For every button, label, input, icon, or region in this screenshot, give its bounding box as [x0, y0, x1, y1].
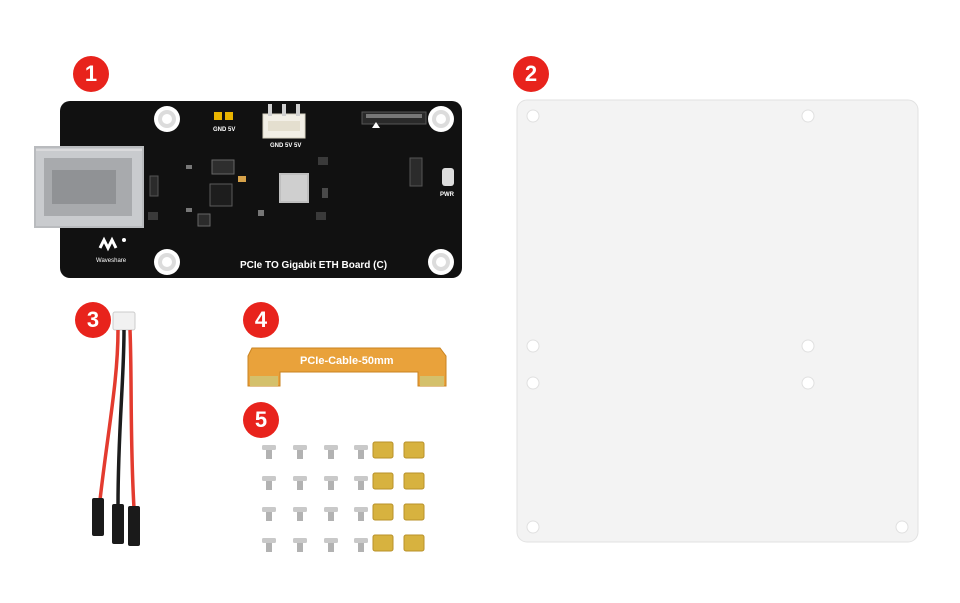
- header-label: GND 5V 5V: [270, 143, 301, 149]
- screw: [293, 445, 307, 450]
- screw: [262, 507, 276, 512]
- jumper-label: GND 5V: [213, 127, 235, 133]
- screw-shank: [328, 512, 334, 521]
- board-title: PCIe TO Gigabit ETH Board (C): [240, 260, 387, 271]
- screw-shank: [358, 512, 364, 521]
- screw: [262, 538, 276, 543]
- brass-standoff: [403, 472, 425, 490]
- screws-and-standoffs: [262, 441, 425, 552]
- brass-standoff: [372, 503, 394, 521]
- screw-shank: [328, 450, 334, 459]
- screw-shank: [328, 481, 334, 490]
- screw: [354, 476, 368, 481]
- screw: [324, 507, 338, 512]
- power-cable: [92, 311, 140, 546]
- brass-standoff: [372, 534, 394, 552]
- pcie-ethernet-board: GND 5V GND 5V 5V PWR Waveshare PCIe TO G…: [34, 101, 462, 278]
- screw: [324, 538, 338, 543]
- screw-shank: [358, 481, 364, 490]
- screw: [293, 476, 307, 481]
- screw-shank: [297, 481, 303, 490]
- brass-standoff: [403, 534, 425, 552]
- badge-2: 2: [513, 56, 549, 92]
- screw: [354, 507, 368, 512]
- screw-shank: [297, 450, 303, 459]
- screw: [324, 476, 338, 481]
- badge-4: 4: [243, 302, 279, 338]
- screw: [293, 507, 307, 512]
- screw: [262, 445, 276, 450]
- screw-shank: [358, 450, 364, 459]
- screw-shank: [266, 543, 272, 552]
- board-components: [148, 157, 454, 227]
- brass-standoff: [403, 441, 425, 459]
- power-header-connector: [262, 104, 306, 139]
- waveshare-logo: [98, 236, 126, 252]
- brass-standoff: [403, 503, 425, 521]
- screw: [324, 445, 338, 450]
- acrylic-plate: [516, 99, 919, 543]
- badge-5: 5: [243, 402, 279, 438]
- screw-shank: [297, 512, 303, 521]
- brass-standoff: [372, 441, 394, 459]
- power-jumper: [214, 112, 233, 120]
- screw-shank: [266, 481, 272, 490]
- fpc-connector: [361, 111, 427, 128]
- flex-cable: PCIe-Cable-50mm: [247, 347, 447, 387]
- screw-shank: [358, 543, 364, 552]
- screw-shank: [297, 543, 303, 552]
- screw: [293, 538, 307, 543]
- badge-1: 1: [73, 56, 109, 92]
- brass-standoff: [372, 472, 394, 490]
- screw: [354, 538, 368, 543]
- brand-label: Waveshare: [96, 258, 127, 264]
- mounting-holes: [154, 106, 454, 275]
- screw: [262, 476, 276, 481]
- pwr-label: PWR: [440, 192, 455, 198]
- screw-shank: [266, 512, 272, 521]
- screw-shank: [328, 543, 334, 552]
- rj45-jack: [34, 146, 144, 228]
- badge-3: 3: [75, 302, 111, 338]
- flex-cable-label: PCIe-Cable-50mm: [300, 355, 394, 367]
- screw: [354, 445, 368, 450]
- screw-shank: [266, 450, 272, 459]
